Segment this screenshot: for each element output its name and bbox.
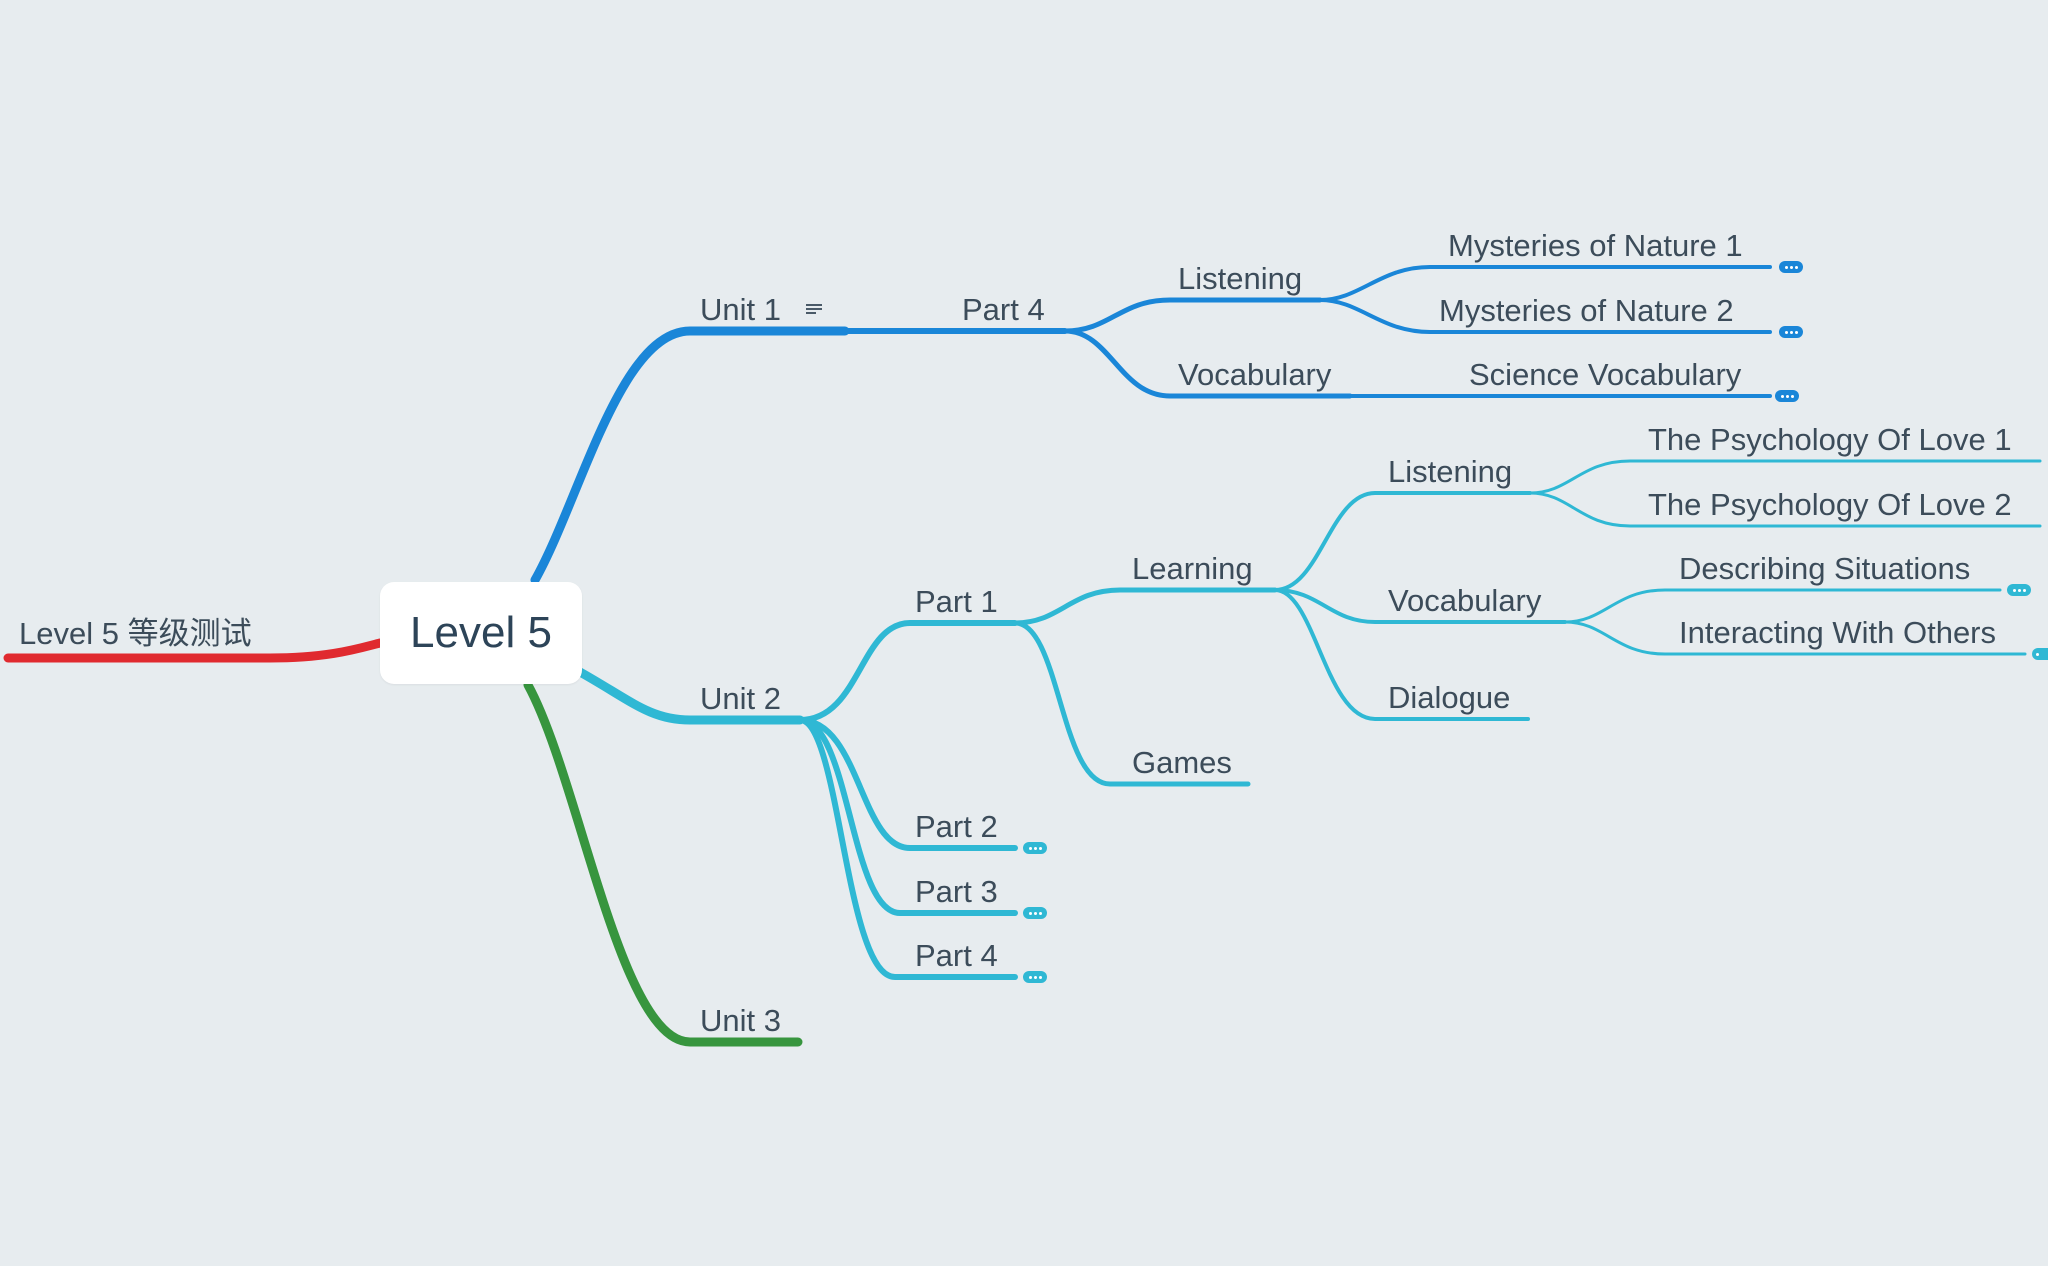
- topic-learning[interactable]: Learning: [1132, 551, 1253, 586]
- topic-science-vocabulary[interactable]: Science Vocabulary: [1469, 357, 1742, 392]
- connector-vocabulary-describing: [1563, 588, 2002, 624]
- topic-unit2[interactable]: Unit 2: [700, 681, 781, 716]
- floating-topic-label[interactable]: Level 5 等级测试: [19, 616, 252, 651]
- topic-unit1-listening[interactable]: Listening: [1178, 261, 1303, 296]
- topic-unit3[interactable]: Unit 3: [700, 1003, 781, 1038]
- connector-learning-vocabulary: [1273, 588, 1567, 624]
- topic-psychology-of-love-1[interactable]: The Psychology Of Love 1: [1648, 422, 2012, 457]
- connector-learning-listening: [1273, 491, 1532, 592]
- topic-interacting-with-others[interactable]: Interacting With Others: [1679, 615, 1997, 650]
- topic-games[interactable]: Games: [1132, 745, 1232, 780]
- connector-part1-games: [1012, 620, 1251, 787]
- collapsed-more-icon[interactable]: [1779, 261, 1803, 273]
- topic-describing-situations[interactable]: Describing Situations: [1679, 551, 1971, 586]
- collapsed-more-icon[interactable]: [1023, 842, 1047, 854]
- collapsed-more-icon[interactable]: [1775, 390, 1799, 402]
- connector-unit2-part2: [797, 717, 1018, 851]
- collapsed-more-icon[interactable]: [1023, 971, 1047, 983]
- connector-part4-vocabulary: [1062, 328, 1353, 399]
- topic-dialogue[interactable]: Dialogue: [1388, 680, 1511, 715]
- connector-unit2-part4: [797, 717, 1018, 980]
- connector-listening-love2: [1528, 491, 2042, 528]
- connector-root-unit3: [523, 680, 803, 1047]
- connector-part1-learning: [1012, 587, 1278, 626]
- topic-mysteries-of-nature-1[interactable]: Mysteries of Nature 1: [1448, 228, 1743, 263]
- topic-unit2-part2[interactable]: Part 2: [915, 809, 998, 844]
- connector-listening-mysteries2: [1318, 298, 1772, 334]
- connector-unit2-part1: [797, 620, 1018, 723]
- connector-vocabulary-interacting: [1563, 620, 2027, 656]
- topic-mysteries-of-nature-2[interactable]: Mysteries of Nature 2: [1439, 293, 1734, 328]
- collapsed-more-icon[interactable]: [2007, 584, 2031, 596]
- topic-unit2-part1[interactable]: Part 1: [915, 584, 998, 619]
- connector-listening-mysteries1: [1318, 265, 1772, 302]
- root-topic-label: Level 5: [410, 608, 552, 657]
- connector-root-unit2: [575, 667, 805, 725]
- note-icon[interactable]: [806, 304, 822, 318]
- topic-unit2-vocabulary[interactable]: Vocabulary: [1388, 583, 1542, 618]
- topic-unit1-part4[interactable]: Part 4: [962, 292, 1045, 327]
- connector-listening-love1: [1528, 459, 2042, 495]
- root-topic[interactable]: Level 5: [380, 582, 582, 684]
- topic-psychology-of-love-2[interactable]: The Psychology Of Love 2: [1648, 487, 2012, 522]
- connector-part4-listening: [1062, 297, 1323, 334]
- collapsed-more-icon[interactable]: [2032, 648, 2048, 660]
- connector-unit2-part3: [797, 717, 1018, 916]
- connector-floating-topic: [3, 638, 385, 663]
- topic-unit2-part4[interactable]: Part 4: [915, 938, 998, 973]
- connector-learning-dialogue: [1273, 588, 1530, 721]
- topic-unit2-listening[interactable]: Listening: [1388, 454, 1513, 489]
- topic-unit1[interactable]: Unit 1: [700, 292, 781, 327]
- topic-unit2-part3[interactable]: Part 3: [915, 874, 998, 909]
- topic-unit1-vocabulary[interactable]: Vocabulary: [1178, 357, 1332, 392]
- collapsed-more-icon[interactable]: [1779, 326, 1803, 338]
- collapsed-more-icon[interactable]: [1023, 907, 1047, 919]
- connector-root-unit1: [530, 326, 850, 585]
